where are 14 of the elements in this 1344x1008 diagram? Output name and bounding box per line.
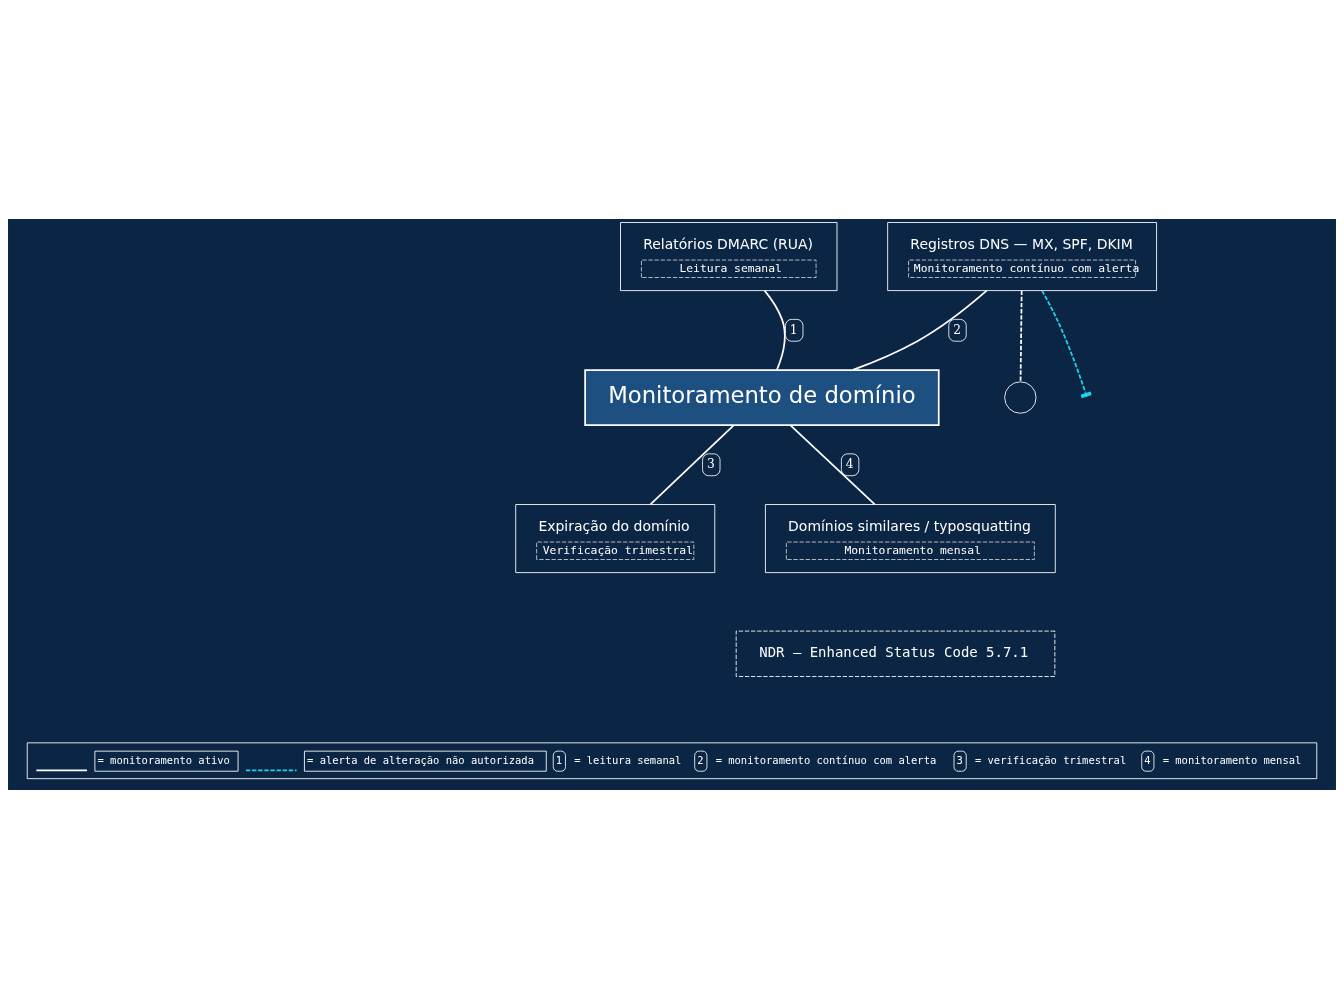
- edge-label: 1: [789, 322, 798, 337]
- edge-label: 2: [953, 322, 961, 337]
- label: 1: [555, 753, 563, 766]
- label: = monitoramento contínuo com alerta: [715, 753, 937, 766]
- label: = monitoramento mensal: [1162, 753, 1302, 766]
- label: 2: [697, 753, 704, 766]
- edge-label: 3: [706, 456, 715, 471]
- legend-label: = alerta de alteração não autorizada: [307, 753, 534, 766]
- label: = leitura semanal: [574, 753, 682, 766]
- label: 4: [1144, 753, 1151, 766]
- legend-label: = monitoramento ativo: [97, 753, 230, 766]
- label: 3: [956, 753, 963, 766]
- label: = verificação trimestral: [974, 753, 1127, 766]
- edge-label: 4: [845, 456, 854, 471]
